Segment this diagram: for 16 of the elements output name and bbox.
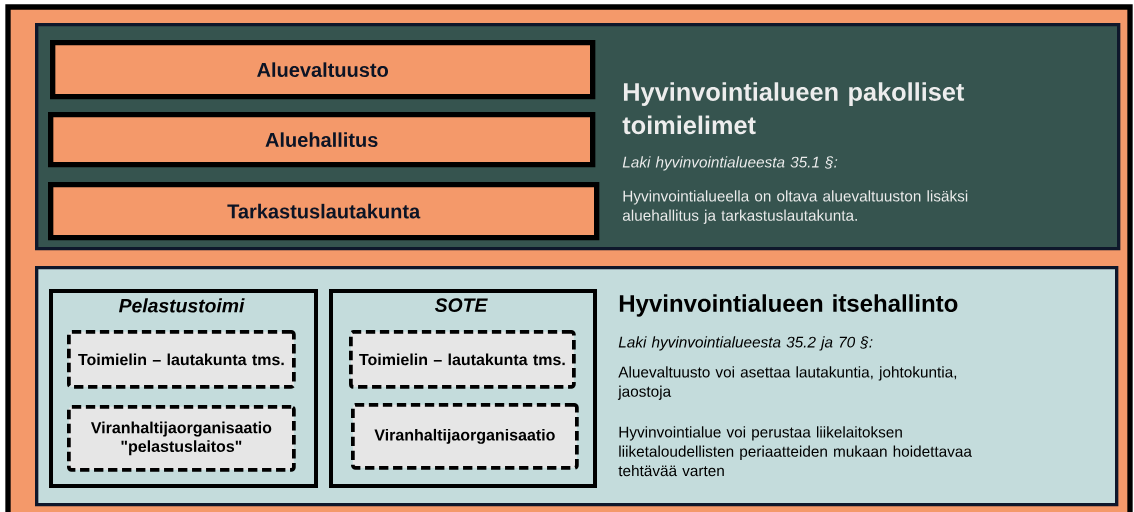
- law-reference: Laki hyvinvointialueesta 35.2 ja 70 §:: [618, 336, 873, 351]
- organ-box: Tarkastuslautakunta: [48, 182, 600, 241]
- organ-box: Aluehallitus: [48, 112, 596, 168]
- description-text: Aluevaltuusto voi asettaa lautakuntia, johtokuntia, jaostoja: [617, 366, 957, 400]
- unit-box: Viranhaltijaorganisaatio "pelastuslaitos": [67, 405, 296, 472]
- group-title: SOTE: [434, 298, 488, 312]
- description-text: Hyvinvointialueella on oltava aluevaltuuston lisäksi aluehallitus ja tarkastuslautakunta.: [622, 190, 968, 224]
- unit-box: Viranhaltijaorganisaatio: [351, 403, 579, 470]
- group-title: Pelastustoimi: [119, 298, 245, 313]
- unit-box: Toimielin – lautakunta tms.: [67, 330, 296, 389]
- description-text: Hyvinvointialue voi perustaa liikelaitoksen liiketaloudellisten periaatteiden mukaan hoidettavaa tehtävää varten: [618, 426, 972, 477]
- panel-heading: Hyvinvointialueen pakolliset toimielimet: [622, 82, 965, 135]
- unit-box: Toimielin – lautakunta tms.: [349, 330, 576, 389]
- law-reference: Laki hyvinvointialueesta 35.1 §:: [622, 156, 838, 171]
- organ-box: Aluevaltuusto: [50, 40, 596, 100]
- panel-heading: Hyvinvointialueen itsehallinto: [619, 294, 958, 317]
